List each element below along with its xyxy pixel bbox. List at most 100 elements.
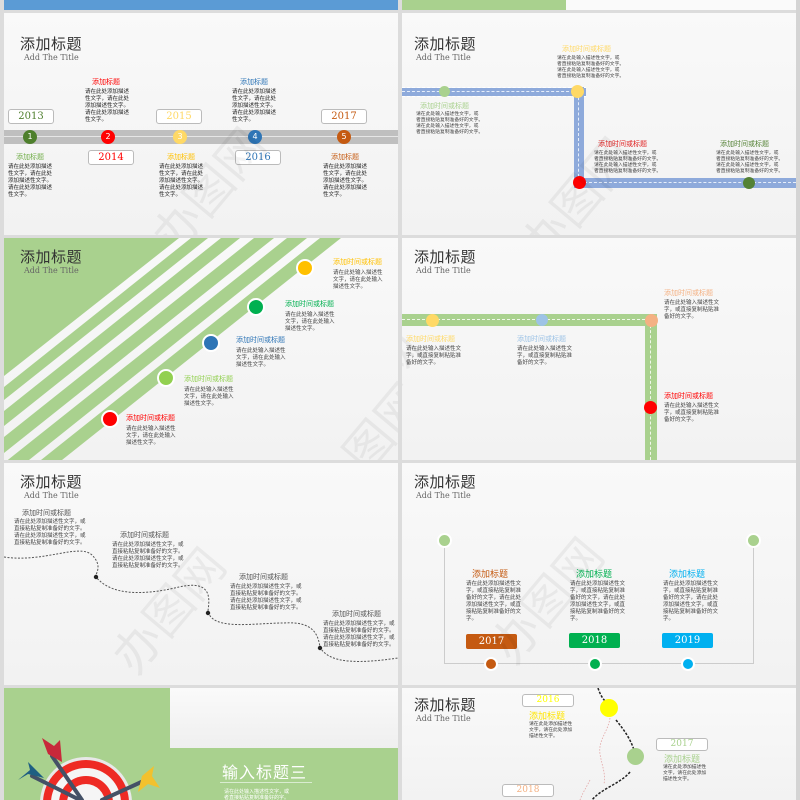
item-text: 请在此处添加描述性文 字，或直接粘贴复制准 备好的文字，请在此处 添加描述性文字… <box>466 581 522 622</box>
marker-dot <box>157 369 175 387</box>
item-text: 请在此处添加描述 性文字，请在此处 添加描述性文字。 请在此处添加描述 性文字。 <box>323 164 368 198</box>
item-text: 请在此处添加描述性文字，或 直接粘贴复制准备好的文字。 请在此处添加描述性文字，… <box>323 621 395 648</box>
item-text: 请在此处输入描述性 文字，请在此处输入 描述性文字。 <box>126 426 176 446</box>
white-image-panel <box>170 688 398 748</box>
section-title: 输入标题三 <box>222 763 308 782</box>
marker-dot <box>101 410 119 428</box>
item-heading: 添加时间或标题 <box>120 531 169 539</box>
prev-slide-green-block <box>402 0 566 10</box>
item-heading: 添加时间或标题 <box>285 300 334 308</box>
marker-dot <box>743 177 755 189</box>
item-heading: 添加时间或标题 <box>184 375 233 383</box>
item-heading: 添加时间或标题 <box>239 573 288 581</box>
slide-subtitle: Add The Title <box>416 266 471 275</box>
year-box: 2017 <box>321 109 367 124</box>
item-text: 请在此处输入描述性文字，或 者直接粘贴复制准备好的文字。 请在此处输入描述性文字… <box>594 151 662 174</box>
item-heading: 添加时间或标题 <box>126 414 175 422</box>
item-heading: 添加标题 <box>331 153 359 161</box>
track-vertical <box>645 314 657 460</box>
slide-title: 添加标题 <box>414 248 477 266</box>
year-box: 2017 <box>656 738 708 751</box>
item-heading: 添加时间或标题 <box>332 610 381 618</box>
item-text: 请在此处添加描述 性文字，请在此处 添加描述性文字。 请在此处添加描述 性文字。 <box>8 164 53 198</box>
item-text: 请在此处添加描述性文字，或 直接粘贴复制准备好的文字。 请在此处添加描述性文字，… <box>112 542 184 569</box>
item-text: 请在此处添加描述 性文字，请在此处 添加描述性文字。 请在此处添加描述 性文字。 <box>232 89 277 123</box>
item-text: 请在此处添加描述性 文字，请在此处添加 描述性文字。 <box>663 765 707 782</box>
target-dartboard-icon <box>18 738 160 800</box>
slide-subtitle: Add The Title <box>416 53 471 62</box>
item-text: 请在此处输入描述性文字，或 者直接粘贴复制准备好的文字。 请在此处输入描述性文字… <box>416 112 484 135</box>
slide-subtitle: Add The Title <box>24 491 79 500</box>
marker-dot <box>600 699 618 717</box>
number-marker: 3 <box>173 130 187 144</box>
item-text: 请在此处添加描述性文 字，或直接粘贴复制准 备好的文字，请在此处 添加描述性文字… <box>570 581 626 622</box>
marker-dot <box>296 259 314 277</box>
slide-title: 添加标题 <box>414 696 477 714</box>
slide-diagonal-stripes[interactable]: 添加标题 Add The Title 添加时间或标题 请在此处输入描述性 文字，… <box>4 238 398 460</box>
item-text: 请在此处添加描述 性文字，请在此处 添加描述性文字。 请在此处添加描述 性文字。 <box>159 164 204 198</box>
item-heading: 添加时间或标题 <box>420 102 469 110</box>
item-heading: 添加标题 <box>472 570 509 580</box>
year-box: 2015 <box>156 109 202 124</box>
item-heading: 添加时间或标题 <box>22 509 71 517</box>
item-heading: 添加时间或标题 <box>720 140 769 148</box>
item-heading: 添加时间或标题 <box>517 335 566 343</box>
item-text: 请在此处输入描述性文 字，或直接复制粘贴准 备好的文字。 <box>517 346 573 366</box>
marker-dot <box>627 748 644 765</box>
slide-title: 添加标题 <box>20 35 83 53</box>
wavy-dashed-path <box>4 550 398 662</box>
slide-title: 添加标题 <box>414 35 477 53</box>
slide-bracket-timeline[interactable]: 添加标题 Add The Title 添加标题 请在此处添加描述性文 字，或直接… <box>402 463 796 685</box>
prev-slide-left-bottom[interactable] <box>4 0 398 10</box>
item-text: 请在此处输入描述性文字，或 者直接粘贴复制准备好的文字。 请在此处输入描述性文字… <box>716 151 784 174</box>
item-text: 请在此处添加描述性文字，或 直接粘贴复制准备好的文字。 请在此处添加描述性文字，… <box>14 519 86 546</box>
slide-subtitle: Add The Title <box>24 53 79 62</box>
item-heading: 添加时间或标题 <box>664 289 713 297</box>
track-horizontal <box>402 314 656 326</box>
slide-wavy-path[interactable]: 添加标题 Add The Title 添加时间或标题 请在此处添加描述性文字，或… <box>4 463 398 685</box>
item-heading: 添加标题 <box>92 78 120 86</box>
year-box: 2018 <box>502 784 554 797</box>
marker-dot <box>439 86 450 97</box>
marker-dot <box>247 298 265 316</box>
slide-winding-timeline[interactable]: 添加标题 Add The Title 2016 添加标题 请在此处添加描述性 文… <box>402 688 796 800</box>
year-box: 2016 <box>522 694 574 707</box>
item-heading: 添加时间或标题 <box>236 336 285 344</box>
slide-l-track-green[interactable]: 添加标题 Add The Title 添加时间或标题 请在此处输入描述性文 字，… <box>402 238 796 460</box>
number-marker: 1 <box>23 130 37 144</box>
item-text: 请在此处输入描述性文 字，或直接复制粘贴准 备好的文字。 <box>664 403 720 423</box>
title-underline <box>220 782 312 783</box>
track-vertical <box>574 87 584 187</box>
end-marker-dot <box>746 533 761 548</box>
prev-slide-right-bottom[interactable] <box>402 0 796 10</box>
year-box: 2016 <box>235 150 281 165</box>
item-text: 请在此处添加描述性 文字，请在此处添加 描述性文字。 <box>529 722 573 739</box>
item-heading: 添加标题 <box>576 570 613 580</box>
item-text: 请在此处输入描述性文 字，或直接复制粘贴准 备好的文字。 <box>406 346 462 366</box>
marker-dot <box>571 85 584 98</box>
item-heading: 添加时间或标题 <box>598 140 647 148</box>
number-marker: 2 <box>101 130 115 144</box>
year-box: 2013 <box>8 109 54 124</box>
item-heading: 添加时间或标题 <box>406 335 455 343</box>
year-badge: 2017 <box>466 634 517 649</box>
year-badge: 2018 <box>569 633 620 648</box>
slide-title: 添加标题 <box>414 473 477 491</box>
marker-dot <box>573 176 586 189</box>
item-heading: 添加标题 <box>669 570 706 580</box>
track-bottom <box>574 178 796 188</box>
section-text: 请在此处输入描述性文字，或 者直接粘贴复制准备好的字。 <box>224 789 290 800</box>
item-heading: 添加标题 <box>664 755 701 765</box>
slide-subtitle: Add The Title <box>416 714 471 723</box>
slide-target-section[interactable]: 输入标题三 请在此处输入描述性文字，或 者直接粘贴复制准备好的字。 <box>4 688 398 800</box>
marker-dot <box>536 314 548 326</box>
item-heading: 添加时间或标题 <box>664 392 713 400</box>
number-marker: 5 <box>337 130 351 144</box>
slide-subtitle: Add The Title <box>416 491 471 500</box>
marker-dot <box>202 334 220 352</box>
slide-step-track-blue[interactable]: 添加标题 Add The Title 添加时间或标题 请在此处输入描述性文字，或… <box>402 13 796 235</box>
year-box: 2014 <box>88 150 134 165</box>
item-heading: 添加时间或标题 <box>333 258 382 266</box>
slide-numbered-timeline[interactable]: 添加标题 Add The Title 2013 1 添加标题 请在此处添加描述 … <box>4 13 398 235</box>
